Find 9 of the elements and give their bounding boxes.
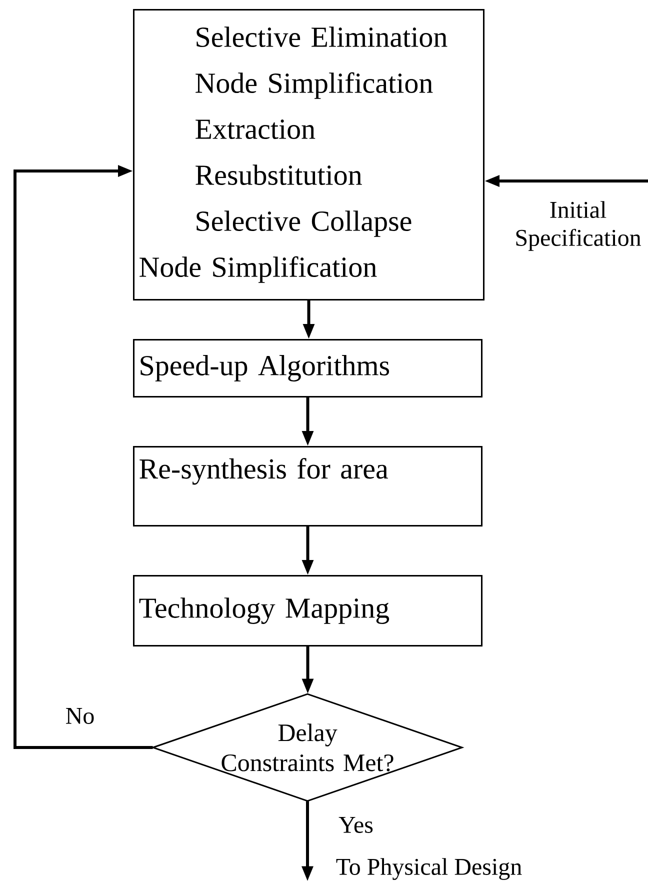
process-box: Re-synthesis for area — [133, 446, 482, 526]
arrow — [14, 165, 153, 749]
edge-label: Initial Specification — [516, 201, 641, 251]
process-box: Selective Elimination Node Simplification Extraction Resubstitution Selective Collapse Node Simplification — [133, 9, 484, 300]
edge-label: No — [66, 708, 94, 724]
edge-label: Yes — [338, 817, 373, 833]
process-box: Speed-up Algorithms — [133, 339, 482, 398]
note-text: To Physical Design — [336, 858, 522, 880]
process-box: Technology Mapping — [133, 575, 482, 646]
